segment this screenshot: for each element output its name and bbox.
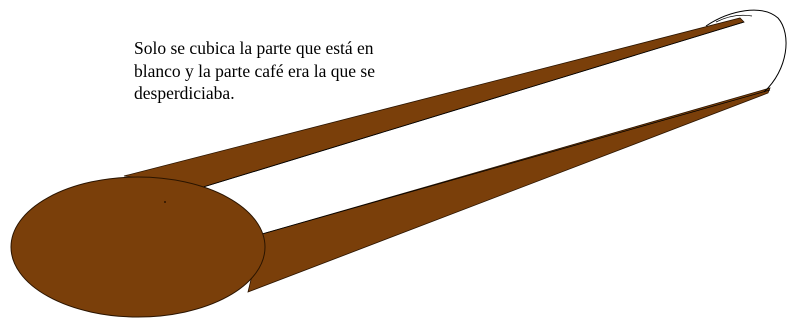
caption-line-1: Solo se cubica la parte que está en <box>134 38 374 58</box>
far-end-inner-stroke <box>715 14 753 23</box>
lower-brown-wedge <box>247 87 771 293</box>
log-end-cross-section <box>10 176 266 318</box>
caption-line-3: desperdiciaba. <box>134 83 235 103</box>
white-part-top-edge <box>199 21 745 189</box>
center-mark <box>164 201 166 203</box>
white-part-bottom-edge <box>261 89 771 235</box>
caption-text: Solo se cubica la parte que está en blan… <box>134 37 494 105</box>
far-end-outline <box>705 9 787 93</box>
caption-line-2: blanco y la parte café era la que se <box>134 60 375 81</box>
